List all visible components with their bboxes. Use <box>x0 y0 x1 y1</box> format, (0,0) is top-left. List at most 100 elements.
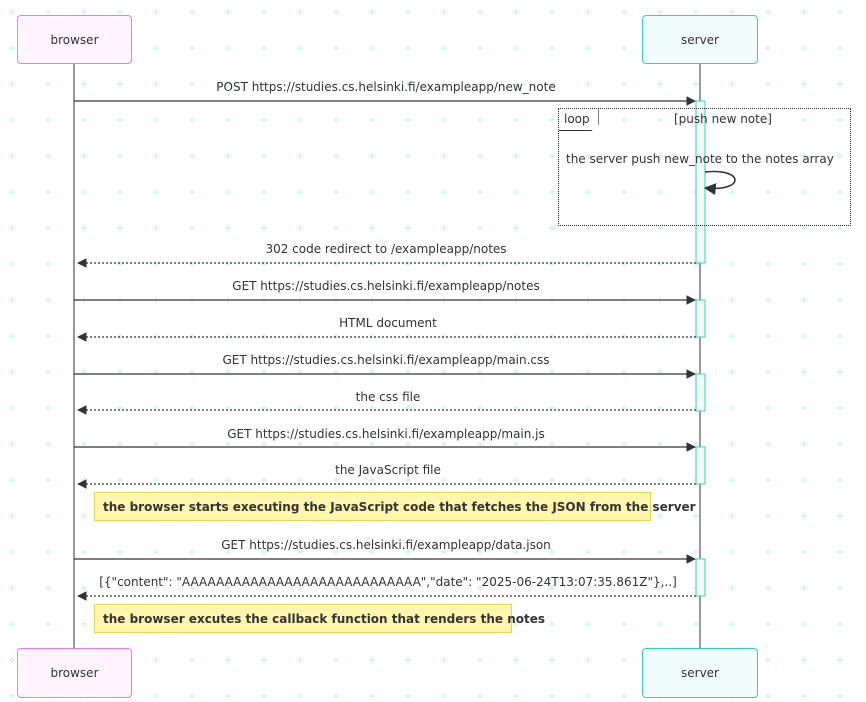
grid-plus-mark <box>261 585 267 591</box>
grid-plus-mark <box>297 693 303 699</box>
grid-plus-mark <box>45 117 51 123</box>
grid-plus-mark <box>225 693 231 699</box>
grid-plus-mark <box>585 585 591 591</box>
grid-plus-mark <box>513 585 519 591</box>
grid-plus-mark <box>153 585 159 591</box>
grid-plus-mark <box>765 585 771 591</box>
grid-plus-mark <box>81 549 87 555</box>
grid-plus-mark <box>801 513 807 519</box>
grid-plus-mark <box>765 9 771 15</box>
grid-plus-mark <box>801 45 807 51</box>
grid-plus-mark <box>621 9 627 15</box>
grid-plus-mark <box>837 81 843 87</box>
grid-plus-mark <box>333 225 339 231</box>
grid-plus-mark <box>585 45 591 51</box>
grid-plus-mark <box>513 117 519 123</box>
message-label-css-file: the css file <box>355 390 421 404</box>
note-callback: the browser excutes the callback functio… <box>94 604 545 633</box>
grid-plus-mark <box>801 81 807 87</box>
grid-plus-mark <box>657 477 663 483</box>
grid-plus-mark <box>765 657 771 663</box>
grid-plus-mark <box>729 297 735 303</box>
grid-plus-mark <box>153 153 159 159</box>
grid-plus-mark <box>801 621 807 627</box>
message-label-get-main-css: GET https://studies.cs.helsinki.fi/examp… <box>222 353 550 367</box>
grid-plus-mark <box>513 621 519 627</box>
grid-plus-mark <box>837 549 843 555</box>
grid-plus-mark <box>585 621 591 627</box>
grid-plus-mark <box>513 153 519 159</box>
grid-plus-mark <box>693 81 699 87</box>
grid-plus-mark <box>9 153 15 159</box>
grid-plus-mark <box>333 45 339 51</box>
grid-plus-mark <box>585 261 591 267</box>
grid-plus-mark <box>45 513 51 519</box>
grid-plus-mark <box>729 117 735 123</box>
grid-plus-mark <box>189 585 195 591</box>
grid-plus-mark <box>837 9 843 15</box>
grid-plus-mark <box>765 405 771 411</box>
grid-plus-mark <box>81 585 87 591</box>
grid-plus-mark <box>297 261 303 267</box>
grid-plus-mark <box>189 153 195 159</box>
grid-plus-mark <box>405 81 411 87</box>
grid-plus-mark <box>9 441 15 447</box>
grid-plus-mark <box>549 45 555 51</box>
grid-plus-mark <box>585 225 591 231</box>
grid-plus-mark <box>225 9 231 15</box>
grid-plus-mark <box>729 513 735 519</box>
loop-frame: loop <box>558 108 851 226</box>
grid-plus-mark <box>657 585 663 591</box>
grid-plus-mark <box>297 153 303 159</box>
grid-plus-mark <box>549 117 555 123</box>
grid-plus-mark <box>513 693 519 699</box>
grid-plus-mark <box>513 441 519 447</box>
grid-plus-mark <box>693 9 699 15</box>
grid-plus-mark <box>369 657 375 663</box>
grid-plus-mark <box>837 117 843 123</box>
grid-plus-mark <box>477 333 483 339</box>
grid-plus-mark <box>189 261 195 267</box>
grid-plus-mark <box>585 657 591 663</box>
grid-plus-mark <box>621 585 627 591</box>
grid-plus-mark <box>45 153 51 159</box>
grid-plus-mark <box>9 45 15 51</box>
grid-plus-mark <box>225 225 231 231</box>
grid-plus-mark <box>81 441 87 447</box>
grid-plus-mark <box>81 621 87 627</box>
grid-plus-mark <box>9 405 15 411</box>
grid-plus-mark <box>585 549 591 555</box>
server-activation-bar <box>695 373 706 412</box>
grid-plus-mark <box>801 297 807 303</box>
grid-plus-mark <box>549 477 555 483</box>
grid-plus-mark <box>297 477 303 483</box>
grid-plus-mark <box>81 189 87 195</box>
grid-plus-mark <box>549 441 555 447</box>
grid-plus-mark <box>261 225 267 231</box>
grid-plus-mark <box>729 369 735 375</box>
grid-plus-mark <box>657 513 663 519</box>
grid-plus-mark <box>333 693 339 699</box>
grid-plus-mark <box>153 441 159 447</box>
grid-plus-mark <box>513 261 519 267</box>
grid-plus-mark <box>621 441 627 447</box>
grid-plus-mark <box>765 261 771 267</box>
grid-plus-mark <box>405 45 411 51</box>
grid-plus-mark <box>297 45 303 51</box>
grid-plus-mark <box>837 369 843 375</box>
grid-plus-mark <box>477 9 483 15</box>
grid-plus-mark <box>801 333 807 339</box>
grid-plus-mark <box>801 117 807 123</box>
grid-plus-mark <box>441 9 447 15</box>
grid-plus-mark <box>837 45 843 51</box>
grid-plus-mark <box>9 189 15 195</box>
grid-plus-mark <box>477 225 483 231</box>
grid-plus-mark <box>729 9 735 15</box>
grid-plus-mark <box>621 333 627 339</box>
grid-plus-mark <box>189 9 195 15</box>
grid-plus-mark <box>153 333 159 339</box>
grid-plus-mark <box>657 333 663 339</box>
grid-plus-mark <box>657 189 663 195</box>
grid-plus-mark <box>333 261 339 267</box>
grid-plus-mark <box>117 261 123 267</box>
